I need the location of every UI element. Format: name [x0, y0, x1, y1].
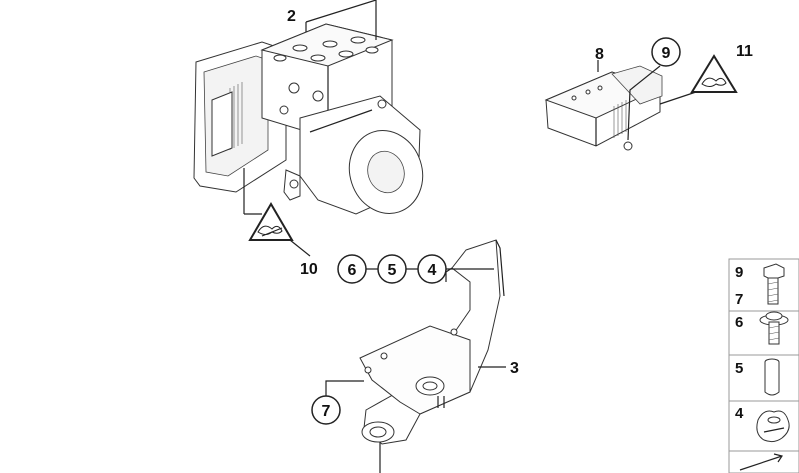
legend-label-5: 5 [735, 360, 743, 377]
callout-9-circle: 9 [651, 37, 681, 67]
leader-10b [289, 239, 311, 257]
callout-row-654: 6 5 4 [337, 254, 494, 284]
legend-label-6: 6 [735, 314, 743, 331]
callout-6: 6 [348, 262, 357, 279]
callout-7: 7 [322, 403, 331, 420]
mounting-bracket [359, 239, 505, 473]
callout-7-circle: 7 [311, 395, 341, 425]
legend-label-9: 9 [735, 264, 743, 281]
callout-5: 5 [388, 262, 397, 279]
sleeve-icon [764, 358, 780, 396]
callout-2: 2 [287, 8, 296, 25]
warning-triangle-10-icon [248, 202, 294, 241]
rubber-mount-icon [756, 410, 790, 443]
leader-9 [627, 65, 661, 141]
callout-11: 11 [736, 43, 753, 60]
leader-11 [659, 91, 697, 105]
callout-8: 8 [595, 46, 604, 63]
callout-9: 9 [662, 45, 671, 62]
hex-bolt-icon [763, 263, 785, 305]
abs-hydraulic-unit [193, 23, 424, 215]
flange-screw-icon [759, 311, 789, 345]
warning-triangle-11-icon [690, 54, 738, 93]
legend-label-4: 4 [735, 405, 744, 422]
arrow-icon [739, 453, 783, 471]
callout-4: 4 [428, 262, 437, 279]
callout-10: 10 [300, 261, 318, 278]
leader-7 [325, 380, 364, 396]
leader-lines-abs [243, 0, 377, 214]
callout-3: 3 [510, 360, 519, 377]
fastener-legend: 9 7 6 5 4 [728, 258, 799, 473]
legend-label-7: 7 [735, 291, 743, 308]
